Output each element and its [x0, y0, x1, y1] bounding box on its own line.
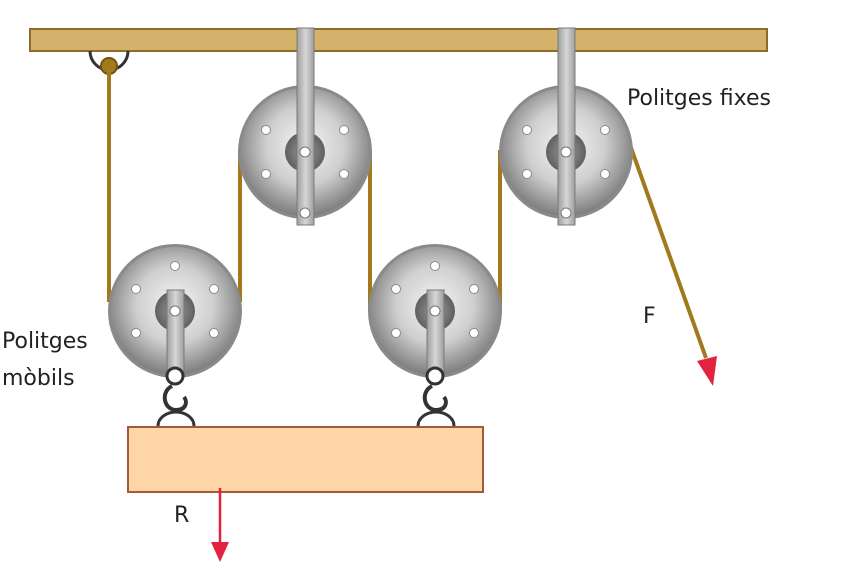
force-label: F	[643, 304, 656, 329]
fixed-pulleys-label: Politges fixes	[627, 86, 771, 111]
force-arrow	[697, 356, 717, 386]
mobile-pulley-2	[367, 243, 503, 427]
ceiling-beam	[29, 28, 768, 52]
fixed-pulley-1	[237, 27, 373, 226]
load-block	[127, 426, 484, 493]
mobile-pulleys-label-line2: mòbils	[2, 366, 75, 391]
rope	[107, 66, 708, 359]
mobile-pulley-1	[107, 243, 243, 427]
mobile-pulleys-label-line1: Politges	[2, 329, 88, 354]
resistance-label: R	[174, 503, 190, 528]
fixed-pulley-2	[498, 27, 634, 226]
resistance-arrow	[211, 488, 229, 562]
